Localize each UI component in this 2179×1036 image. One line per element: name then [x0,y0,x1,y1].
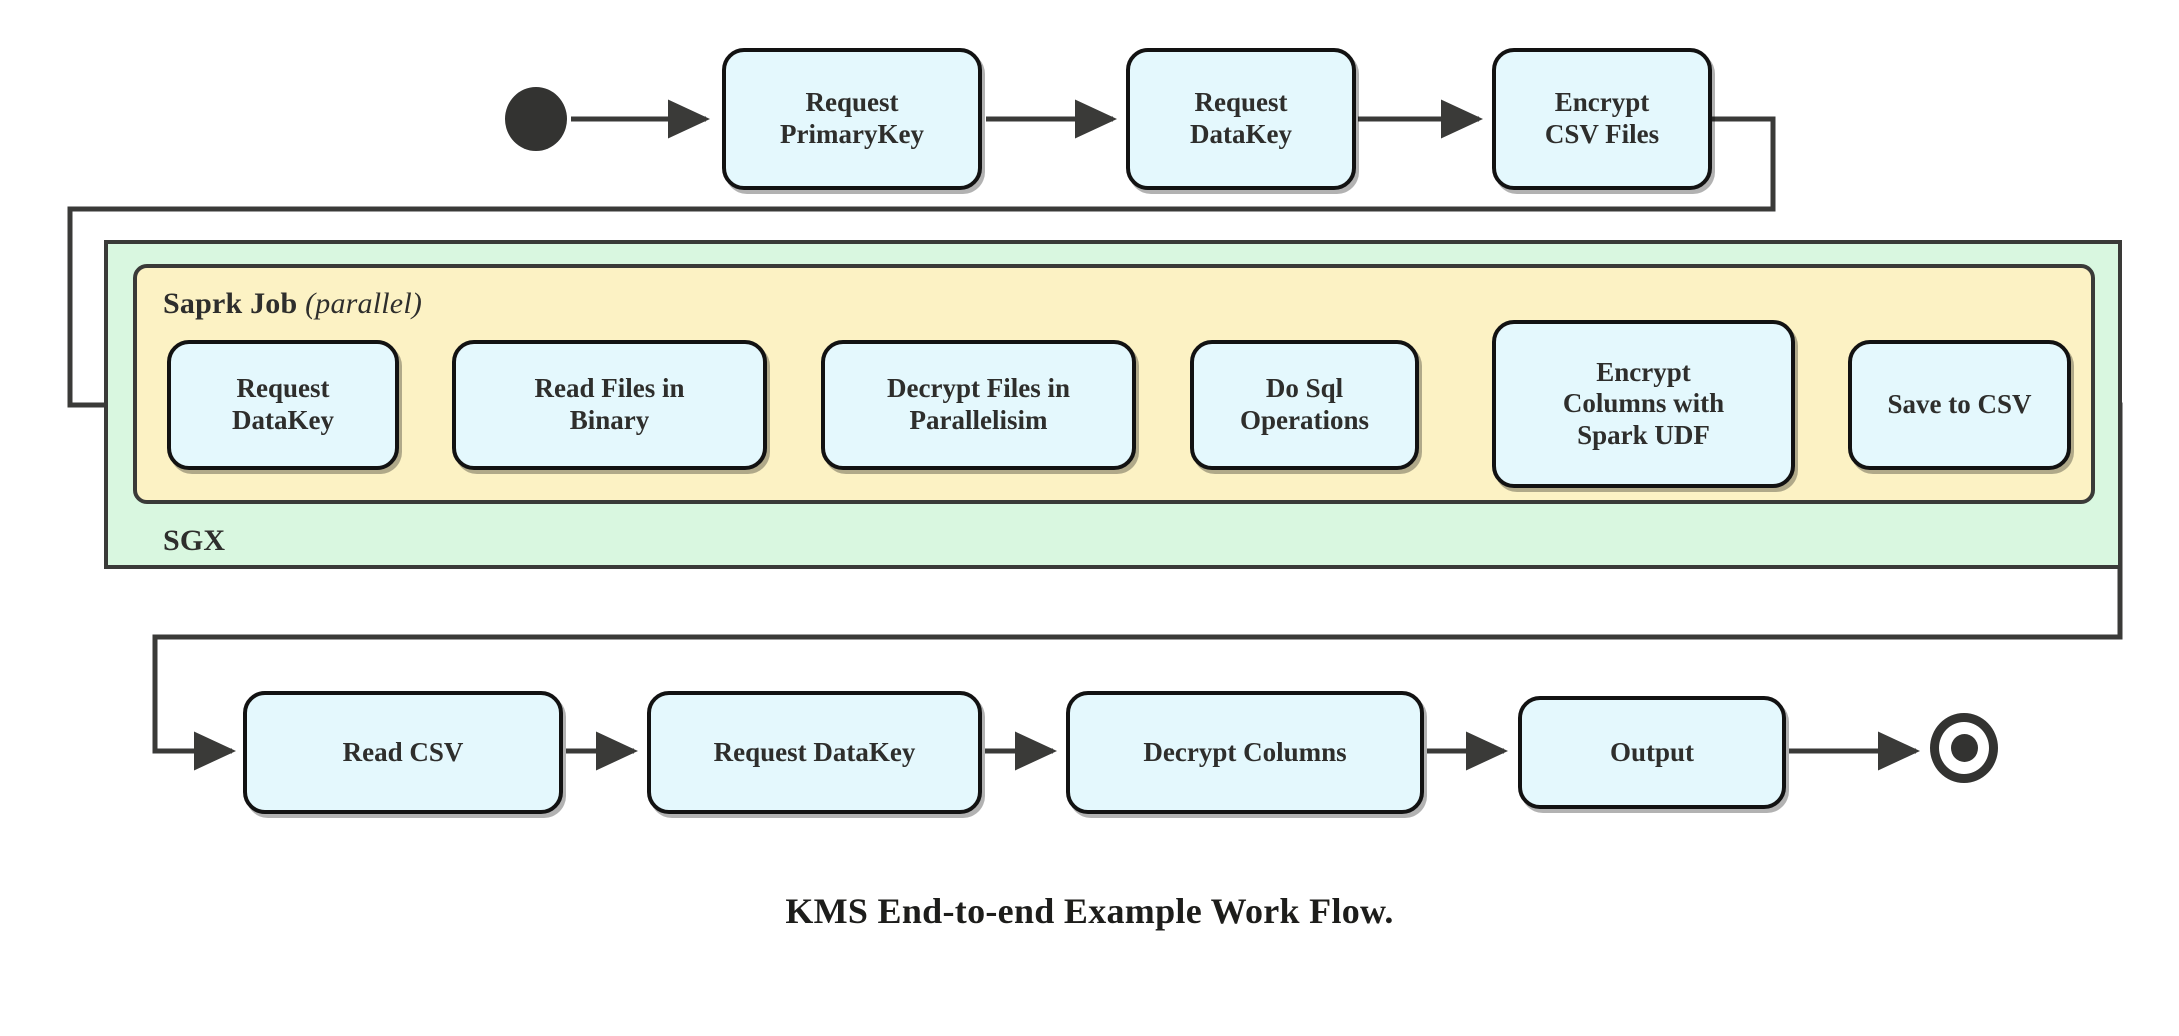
node-line: Request [1194,87,1288,118]
node-line: Decrypt Files in [887,373,1070,404]
spark-label-text: Saprk Job [163,287,298,320]
node-line: Read Files in [534,373,685,404]
container-sgx-label: SGX [163,524,225,558]
node-save-to-csv[interactable]: Save to CSV [1848,340,2071,470]
node-encrypt-csv-files[interactable]: Encrypt CSV Files [1492,48,1712,190]
node-line: Output [1609,736,1695,767]
node-request-datakey-bottom[interactable]: Request DataKey [647,691,982,814]
node-line: Request [805,87,899,118]
node-output[interactable]: Output [1518,696,1786,809]
sgx-label-text: SGX [163,524,226,557]
node-do-sql-operations[interactable]: Do Sql Operations [1190,340,1419,470]
node-line: PrimaryKey [780,119,924,149]
diagram-caption: KMS End-to-end Example Work Flow. [785,891,1394,931]
spark-label-parallel: (parallel) [305,287,423,320]
node-line: Decrypt Columns [1143,736,1347,767]
container-spark-job-label: Saprk Job (parallel) [163,287,422,321]
node-decrypt-files-in-parallelisim[interactable]: Decrypt Files in Parallelisim [821,340,1136,470]
node-request-datakey-top[interactable]: Request DataKey [1126,48,1356,190]
node-line: Operations [1239,405,1369,435]
node-line: Do Sql [1265,373,1344,404]
node-read-files-in-binary[interactable]: Read Files in Binary [452,340,767,470]
end-node-inner [1950,733,1978,763]
node-line: CSV Files [1544,119,1660,149]
node-line: DataKey [232,405,334,435]
end-node [1930,713,1998,783]
node-line: Spark UDF [1577,419,1710,450]
node-line: Parallelisim [909,405,1048,435]
node-line: Encrypt [1554,87,1650,118]
node-read-csv[interactable]: Read CSV [243,691,563,814]
start-node [505,87,567,151]
node-line: Encrypt [1596,356,1691,387]
node-line: DataKey [1190,119,1292,149]
node-line: Request DataKey [713,736,916,767]
node-decrypt-columns[interactable]: Decrypt Columns [1066,691,1424,814]
node-line: Columns with [1562,388,1725,419]
node-line: Read CSV [342,736,464,767]
node-encrypt-columns-with-spark-udf[interactable]: Encrypt Columns with Spark UDF [1492,320,1795,488]
node-line: Request [236,373,330,404]
node-request-primarykey[interactable]: Request PrimaryKey [722,48,982,190]
node-request-datakey-spark[interactable]: Request DataKey [167,340,399,470]
node-line: Binary [569,405,650,435]
node-line: Save to CSV [1887,389,2032,420]
